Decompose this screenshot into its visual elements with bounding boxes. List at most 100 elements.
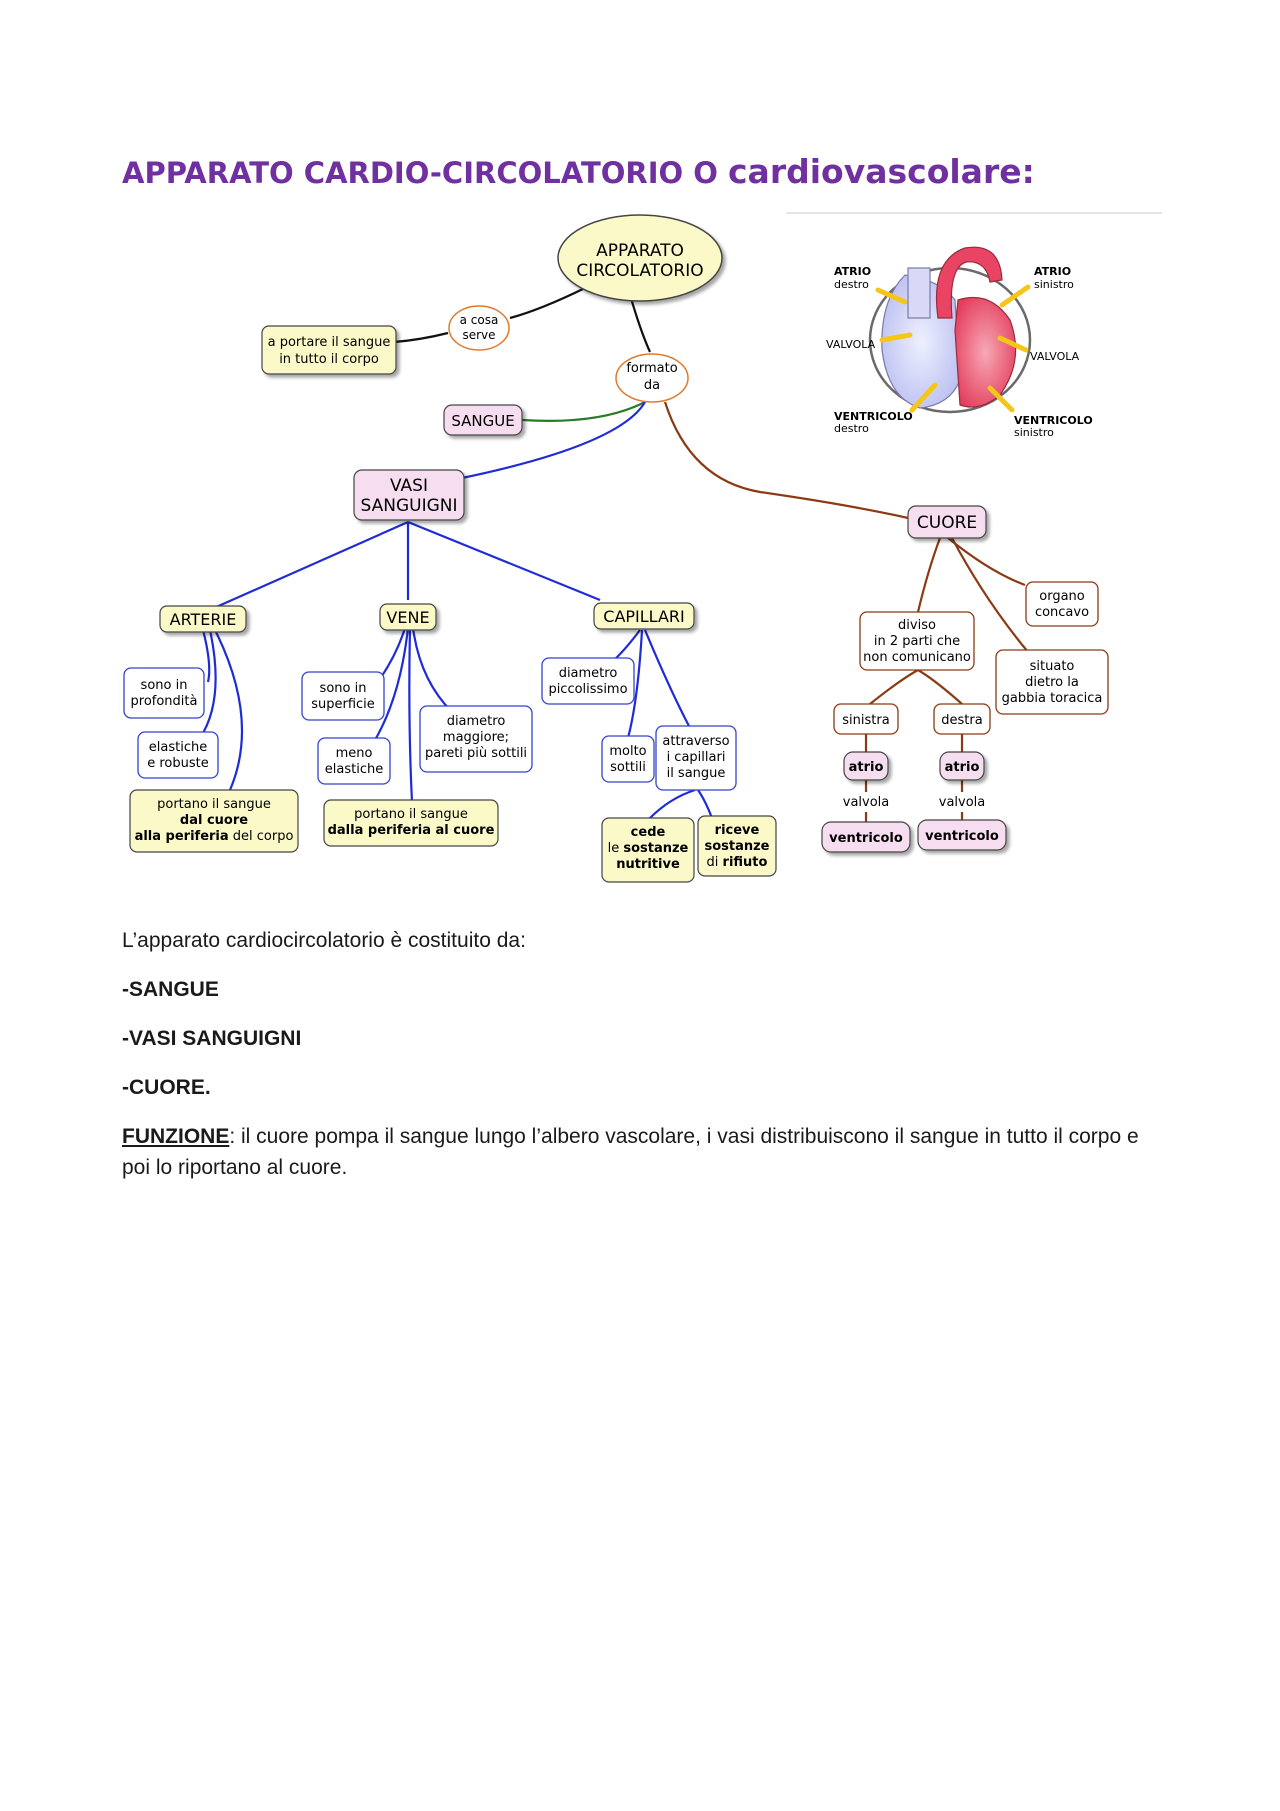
- page-title: APPARATO CARDIO-CIRCOLATORIO O cardiovas…: [122, 152, 1035, 191]
- ventricolo-sx-sub: sinistro: [1014, 426, 1054, 439]
- capillari-label: CAPILLARI: [603, 607, 684, 626]
- cuore-label: CUORE: [917, 513, 977, 533]
- cuore-location-line-2: dietro la: [1025, 675, 1079, 690]
- list-item-vasi: -VASI SANGUIGNI: [122, 1027, 302, 1050]
- cap-through-line-1: attraverso: [662, 734, 729, 749]
- aorta: [935, 246, 1003, 319]
- purpose-line-1: a portare il sangue: [268, 335, 391, 350]
- vene-diameter-line-1: diametro: [447, 714, 506, 729]
- valvola-right-label: valvola: [939, 795, 986, 810]
- vene-label: VENE: [386, 608, 429, 627]
- root-line-1: APPARATO: [596, 241, 684, 261]
- cap-thin-node: molto sottili: [601, 735, 655, 783]
- title-part-1: APPARATO CARDIO-CIRCOLATORIO O: [122, 156, 728, 190]
- cap-diameter-line-2: piccolissimo: [548, 682, 627, 697]
- cap-through-line-2: i capillari: [667, 750, 726, 765]
- ventricolo-right-label: ventricolo: [925, 829, 999, 844]
- cuore-location-line-1: situato: [1030, 659, 1075, 674]
- svg-text:di rifiuto: di rifiuto: [707, 855, 768, 870]
- arterie-depth-line-1: sono in: [141, 678, 188, 693]
- vene-surface-node: sono in superficie: [301, 671, 385, 721]
- funzione-paragraph: FUNZIONE: il cuore pompa il sangue lungo…: [122, 1121, 1162, 1183]
- svg-text:alla periferia del corpo: alla periferia del corpo: [135, 829, 294, 844]
- arterie-transport-node: portano il sangue dal cuore alla perifer…: [129, 789, 299, 853]
- list-item-sangue: -SANGUE: [122, 978, 219, 1001]
- cap-gives-node: cede le sostanze nutritive: [601, 817, 695, 883]
- cuore-divided-node: diviso in 2 parti che non comunicano: [859, 611, 975, 671]
- valvola-dx-label: VALVOLA: [826, 338, 876, 351]
- arterie-transport-line-2: dal cuore: [180, 813, 248, 828]
- concept-map: APPARATO CIRCOLATORIO a cosa serve a por…: [123, 212, 1162, 883]
- cap-thin-line-2: sottili: [610, 760, 646, 775]
- cap-gives-line-1: cede: [631, 825, 666, 840]
- atrio-sx-title: ATRIO: [1034, 265, 1071, 278]
- atrio-dx-title: ATRIO: [834, 265, 871, 278]
- ventricolo-left-label: ventricolo: [829, 831, 903, 846]
- purpose-line-2: in tutto il corpo: [279, 352, 379, 367]
- capillari-node: CAPILLARI: [593, 602, 695, 630]
- vene-diameter-line-3: pareti più sottili: [425, 746, 527, 761]
- vasi-line-2: SANGUIGNI: [361, 496, 458, 516]
- atrio-right-label: atrio: [945, 760, 980, 775]
- atrio-left-node: atrio: [843, 751, 889, 781]
- cap-diameter-line-1: diametro: [559, 666, 618, 681]
- heart-left-side: [954, 296, 1017, 408]
- valvola-left-label: valvola: [843, 795, 890, 810]
- vene-surface-line-2: superficie: [311, 697, 375, 712]
- arterie-elastic-node: elastiche e robuste: [137, 731, 219, 779]
- arterie-transport-line-1: portano il sangue: [157, 797, 271, 812]
- vene-node: VENE: [379, 603, 437, 631]
- cuore-location-line-3: gabbia toracica: [1002, 691, 1103, 706]
- arterie-transport-rest: del corpo: [229, 829, 294, 844]
- vasi-node: VASI SANGUIGNI: [353, 469, 465, 521]
- sinistra-node: sinistra: [833, 703, 899, 735]
- arterie-elastic-line-2: e robuste: [147, 756, 209, 771]
- heart-diagram: ATRIO destro ATRIO sinistro VALVOLA VALV…: [786, 212, 1162, 439]
- arterie-depth-node: sono in profondità: [123, 667, 205, 719]
- cuore-concave-line-2: concavo: [1035, 605, 1089, 620]
- ventricolo-dx-title: VENTRICOLO: [834, 410, 913, 423]
- purpose-link-node: a cosa serve: [448, 305, 510, 351]
- sangue-label: SANGUE: [451, 412, 514, 430]
- purpose-link-line-1: a cosa: [460, 313, 499, 327]
- ventricolo-dx-sub: destro: [834, 422, 869, 435]
- destra-label: destra: [941, 713, 982, 728]
- atrio-sx-sub: sinistro: [1034, 278, 1074, 291]
- vene-less-elastic-line-1: meno: [336, 746, 373, 761]
- vene-diameter-node: diametro maggiore; pareti più sottili: [419, 705, 533, 773]
- cuore-concave-node: organo concavo: [1025, 581, 1099, 627]
- cuore-location-node: situato dietro la gabbia toracica: [995, 649, 1109, 715]
- atrio-dx-sub: destro: [834, 278, 869, 291]
- valvola-sx-label: VALVOLA: [1030, 350, 1080, 363]
- destra-node: destra: [933, 703, 991, 735]
- vene-less-elastic-line-2: elastiche: [325, 762, 383, 777]
- cap-receives-line-1: riceve: [715, 823, 760, 838]
- ventricolo-right-node: ventricolo: [917, 819, 1007, 851]
- arterie-transport-bold: alla periferia: [135, 829, 229, 844]
- vena-cava: [907, 267, 931, 319]
- arterie-depth-line-2: profondità: [131, 694, 198, 709]
- vene-transport-line-1: portano il sangue: [354, 807, 468, 822]
- cap-receives-rifiuto: rifiuto: [723, 855, 768, 870]
- title-part-2: cardiovascolare:: [728, 152, 1035, 191]
- funzione-label: FUNZIONE: [122, 1125, 230, 1148]
- cap-gives-line-3: nutritive: [616, 857, 680, 872]
- arterie-elastic-line-1: elastiche: [149, 740, 207, 755]
- cuore-divided-line-2: in 2 parti che: [874, 634, 960, 649]
- purpose-node: a portare il sangue in tutto il corpo: [261, 325, 397, 375]
- list-item-cuore: -CUORE.: [122, 1076, 211, 1099]
- vene-transport-node: portano il sangue dalla periferia al cuo…: [323, 799, 499, 847]
- root-node: APPARATO CIRCOLATORIO: [557, 214, 723, 302]
- atrio-right-node: atrio: [939, 751, 985, 781]
- root-line-2: CIRCOLATORIO: [576, 261, 703, 281]
- vasi-line-1: VASI: [390, 476, 428, 496]
- cuore-node: CUORE: [907, 505, 987, 539]
- vene-surface-line-1: sono in: [320, 681, 367, 696]
- sangue-node: SANGUE: [443, 404, 523, 436]
- arterie-node: ARTERIE: [159, 605, 247, 633]
- cuore-divided-line-3: non comunicano: [863, 650, 971, 665]
- cap-through-node: attraverso i capillari il sangue: [655, 725, 737, 791]
- sinistra-label: sinistra: [842, 713, 889, 728]
- cuore-divided-line-1: diviso: [898, 618, 936, 633]
- vene-diameter-line-2: maggiore;: [443, 730, 509, 745]
